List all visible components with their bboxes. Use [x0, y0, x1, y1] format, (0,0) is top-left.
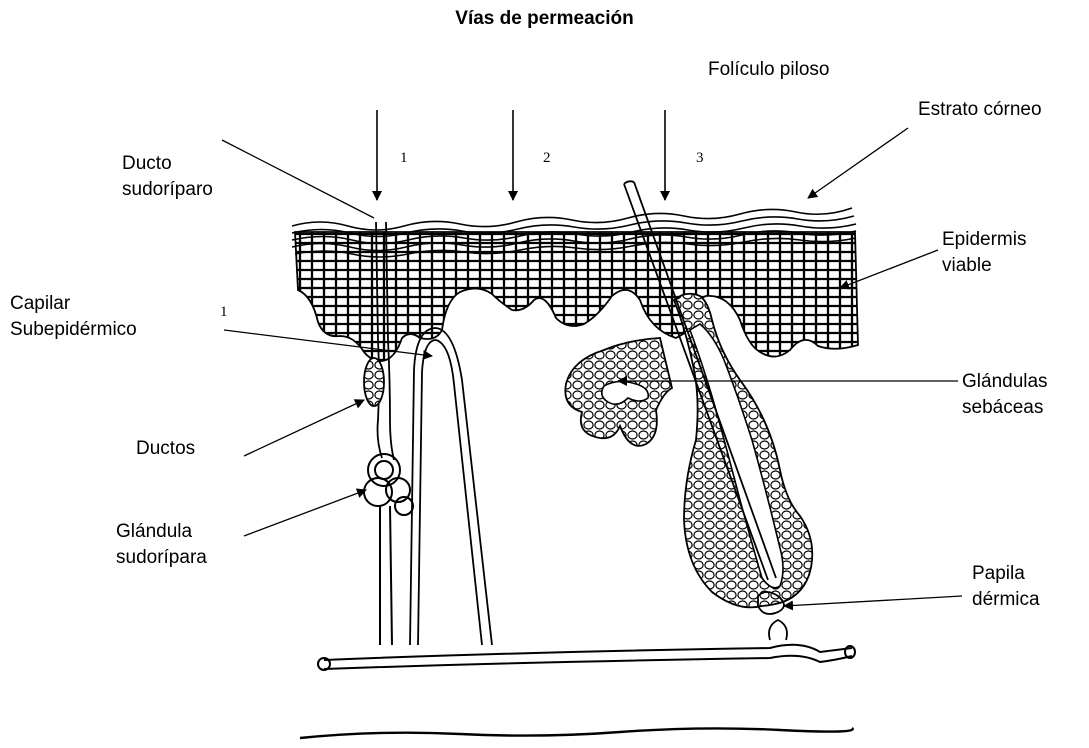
leader-estrato-corneo: [808, 128, 908, 198]
sweat-gland-coil: [364, 454, 413, 645]
pathway-number-2: 2: [543, 150, 551, 166]
leader-ductos: [244, 400, 364, 456]
penetration-arrows: [377, 110, 665, 200]
pathway-number-3: 3: [696, 150, 704, 166]
subepidermal-capillary: [410, 328, 492, 645]
leader-ducto-sudoriparo: [222, 140, 374, 218]
leader-papila-dermica: [784, 596, 962, 606]
dermal-vessel: [318, 645, 855, 670]
leader-glandula-sudoripara: [244, 490, 366, 536]
capillary-marker: 1: [220, 304, 228, 320]
deep-dermis-line: [300, 728, 853, 738]
viable-epidermis-layer: [295, 232, 858, 361]
pathway-number-1: 1: [400, 150, 408, 166]
